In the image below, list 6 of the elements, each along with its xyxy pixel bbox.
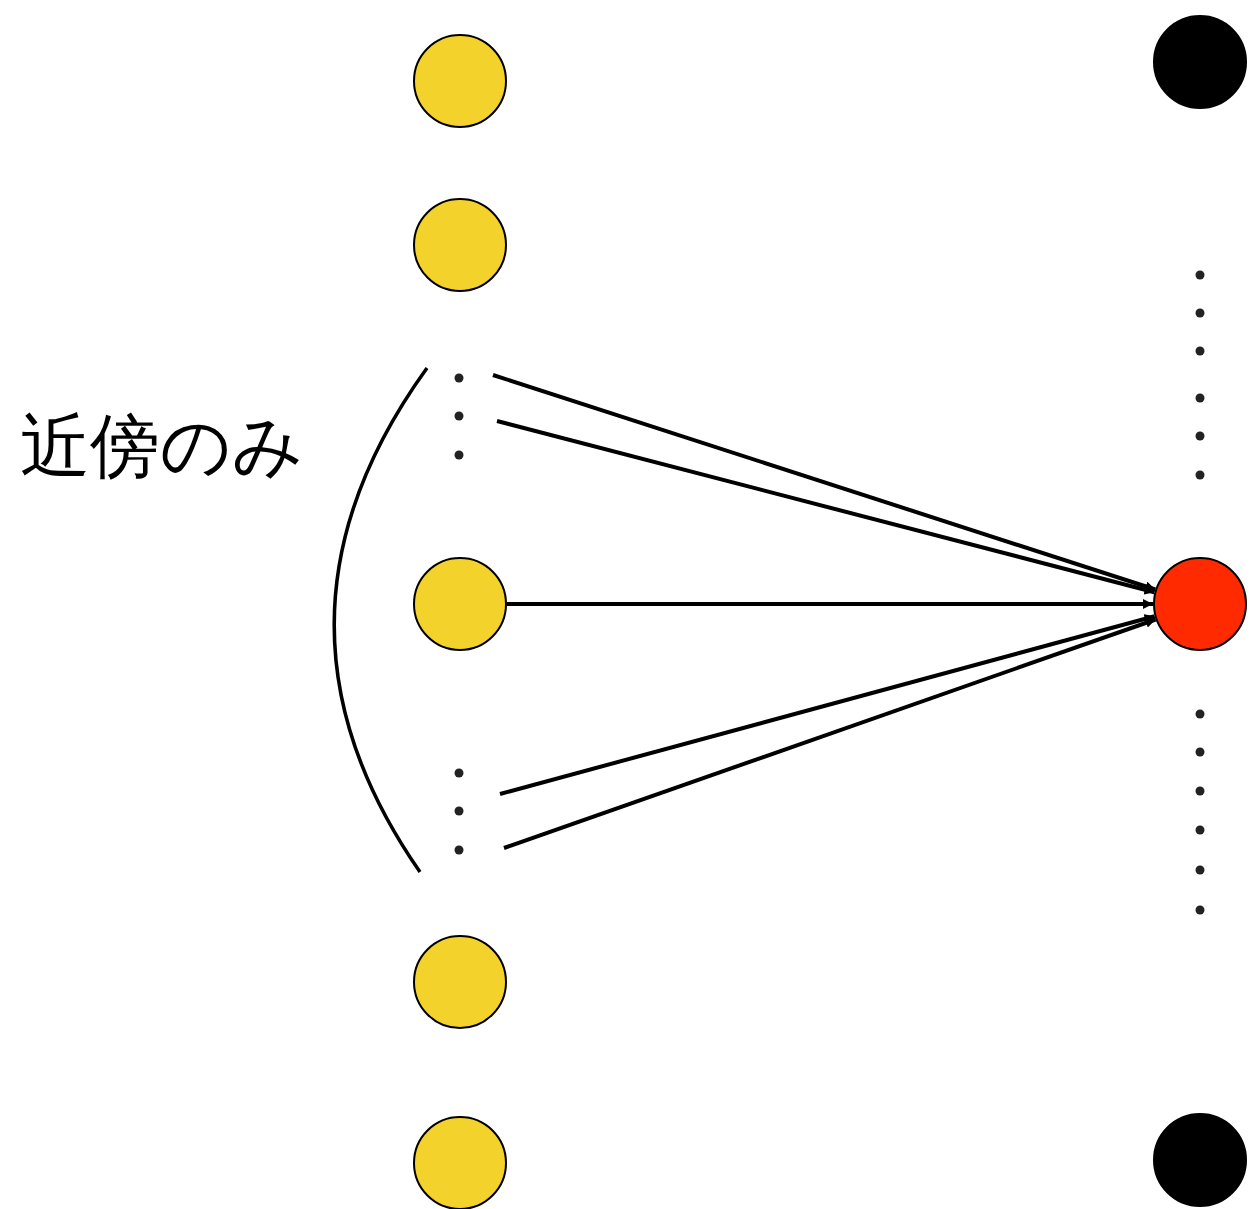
annotation-text: 近傍のみ — [20, 404, 304, 489]
arrow — [492, 373, 1156, 592]
arrow — [507, 599, 1153, 609]
arrow — [499, 614, 1156, 796]
arrow — [496, 419, 1155, 595]
arrow — [503, 617, 1157, 850]
